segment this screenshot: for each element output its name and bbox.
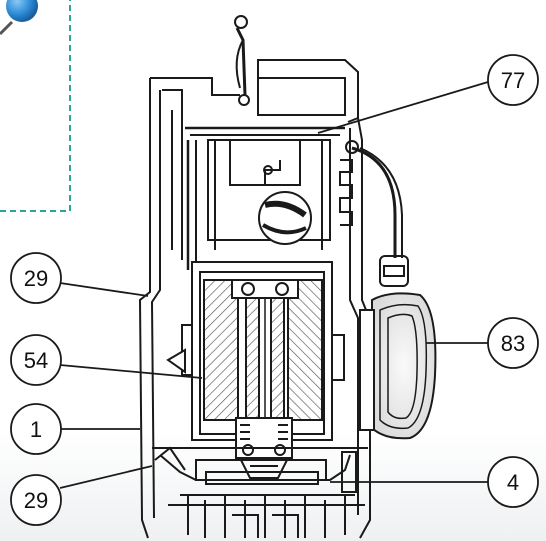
callout-4: 4 — [487, 456, 539, 508]
leader-29-bottom — [59, 465, 153, 489]
callout-29-top: 29 — [10, 252, 62, 304]
callout-29-bottom-label: 29 — [24, 488, 48, 513]
inset-rod — [0, 20, 14, 36]
motor-unit — [166, 191, 345, 460]
callout-83: 83 — [487, 317, 539, 369]
callout-77-label: 77 — [501, 68, 525, 93]
callout-1-label: 1 — [30, 417, 42, 442]
leader-77 — [317, 81, 489, 134]
inset-box — [0, 0, 71, 212]
leader-54 — [59, 364, 203, 379]
callout-29-bottom: 29 — [10, 474, 62, 526]
callout-77: 77 — [487, 54, 539, 106]
leader-29-top — [59, 282, 149, 297]
callout-1: 1 — [10, 403, 62, 455]
callout-54: 54 — [10, 334, 62, 386]
pump-housing — [138, 15, 371, 539]
power-cable — [339, 140, 409, 287]
pump-base — [152, 446, 368, 538]
callout-4-label: 4 — [507, 470, 519, 495]
float-switch — [359, 292, 437, 440]
top-chamber — [207, 139, 331, 250]
callout-83-label: 83 — [501, 331, 525, 356]
leader-lines — [59, 81, 489, 489]
inset-ball-icon — [6, 0, 38, 22]
callout-54-label: 54 — [24, 348, 48, 373]
callout-29-top-label: 29 — [24, 266, 48, 291]
